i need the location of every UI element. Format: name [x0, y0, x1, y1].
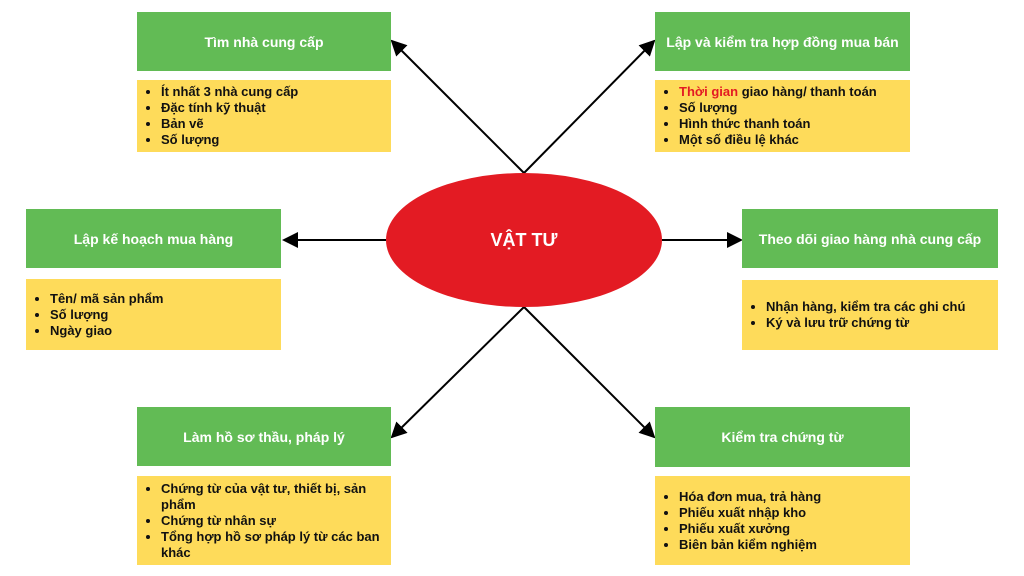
list-item: Bản vẽ: [161, 116, 385, 132]
node-find-supplier-list: Ít nhất 3 nhà cung cấp Đặc tính kỹ thuật…: [137, 80, 391, 152]
center-node: VẬT TƯ: [386, 173, 662, 307]
node-check-docs-list: Hóa đơn mua, trả hàng Phiếu xuất nhập kh…: [655, 476, 910, 565]
list-item: Hóa đơn mua, trả hàng: [679, 489, 904, 505]
list-item: Ngày giao: [50, 323, 275, 339]
node-find-supplier-title: Tìm nhà cung cấp: [137, 12, 391, 71]
node-contract-list: Thời gian giao hàng/ thanh toán Số lượng…: [655, 80, 910, 152]
center-label: VẬT TƯ: [490, 229, 558, 250]
arrow-to-contract: [523, 39, 656, 174]
list-item: Tổng hợp hồ sơ pháp lý từ các ban khác: [161, 529, 385, 561]
list-item-text: giao hàng/ thanh toán: [738, 84, 877, 99]
list-item: Phiếu xuất xưởng: [679, 521, 904, 537]
list-item: Một số điều lệ khác: [679, 132, 904, 148]
list-item: Ký và lưu trữ chứng từ: [766, 315, 992, 331]
highlight-text: Thời gian: [679, 84, 739, 99]
list-item: Thời gian giao hàng/ thanh toán: [679, 84, 904, 100]
list-item: Ít nhất 3 nhà cung cấp: [161, 84, 385, 100]
arrow-to-find-supplier: [390, 39, 525, 174]
node-track-list: Nhận hàng, kiểm tra các ghi chú Ký và lư…: [742, 280, 998, 350]
arrow-to-bid: [390, 306, 525, 439]
list-item: Phiếu xuất nhập kho: [679, 505, 904, 521]
node-track-title: Theo dõi giao hàng nhà cung cấp: [742, 209, 998, 268]
list-item: Biên bản kiểm nghiệm: [679, 537, 904, 553]
node-contract-title: Lập và kiểm tra hợp đồng mua bán: [655, 12, 910, 71]
node-plan-title: Lập kế hoạch mua hàng: [26, 209, 281, 268]
list-item: Tên/ mã sản phẩm: [50, 291, 275, 307]
node-bid-list: Chứng từ của vật tư, thiết bị, sản phẩm …: [137, 476, 391, 565]
list-item: Hình thức thanh toán: [679, 116, 904, 132]
list-item: Số lượng: [161, 132, 385, 148]
list-item: Đặc tính kỹ thuật: [161, 100, 385, 116]
node-check-docs-title: Kiểm tra chứng từ: [655, 407, 910, 467]
node-bid-title: Làm hồ sơ thầu, pháp lý: [137, 407, 391, 466]
list-item: Nhận hàng, kiểm tra các ghi chú: [766, 299, 992, 315]
list-item: Số lượng: [679, 100, 904, 116]
list-item: Chứng từ nhân sự: [161, 513, 385, 529]
list-item: Số lượng: [50, 307, 275, 323]
arrow-to-check-docs: [523, 306, 656, 439]
list-item: Chứng từ của vật tư, thiết bị, sản phẩm: [161, 481, 385, 513]
node-plan-list: Tên/ mã sản phẩm Số lượng Ngày giao: [26, 279, 281, 350]
